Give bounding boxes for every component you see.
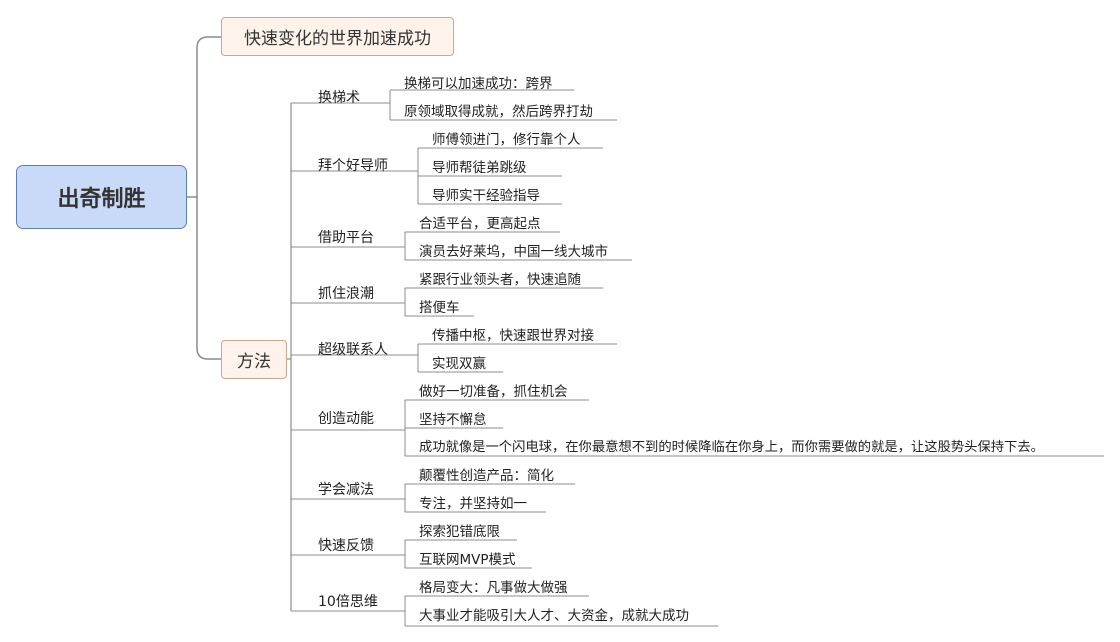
branch-10x-thinking[interactable]: 10倍思维 bbox=[318, 594, 378, 610]
leaf-mentor-skip-grade[interactable]: 导师帮徒弟跳级 bbox=[432, 160, 527, 176]
leaf-platform-higher-start[interactable]: 合适平台，更高起点 bbox=[419, 216, 541, 232]
leaf-platform-hollywood[interactable]: 演员去好莱坞，中国一线大城市 bbox=[419, 244, 608, 260]
branch-super-connector[interactable]: 超级联系人 bbox=[318, 342, 388, 358]
leaf-mentor-experience[interactable]: 导师实干经验指导 bbox=[432, 188, 540, 204]
topic-fast-changing-world[interactable]: 快速变化的世界加速成功 bbox=[221, 17, 454, 56]
leaf-connector-hub[interactable]: 传播中枢，快速跟世界对接 bbox=[432, 328, 594, 344]
leaf-momentum-persist[interactable]: 坚持不懈怠 bbox=[419, 412, 487, 428]
leaf-ladder-cross-border[interactable]: 换梯可以加速成功：跨界 bbox=[404, 76, 553, 92]
branch-fast-feedback[interactable]: 快速反馈 bbox=[318, 538, 374, 554]
branch-good-mentor[interactable]: 拜个好导师 bbox=[318, 158, 388, 174]
leaf-mentor-door[interactable]: 师傅领进门，修行靠个人 bbox=[432, 132, 581, 148]
leaf-momentum-prepare[interactable]: 做好一切准备，抓住机会 bbox=[419, 384, 568, 400]
leaf-wave-ride-along[interactable]: 搭便车 bbox=[419, 300, 460, 316]
leaf-feedback-mvp[interactable]: 互联网MVP模式 bbox=[419, 552, 516, 568]
leaf-wave-follow-leader[interactable]: 紧跟行业领头者，快速追随 bbox=[419, 272, 581, 288]
leaf-10x-attract-talent[interactable]: 大事业才能吸引大人才、大资金，成就大成功 bbox=[419, 608, 689, 624]
leaf-connector-win-win[interactable]: 实现双赢 bbox=[432, 356, 486, 372]
leaf-subtraction-simplify[interactable]: 颠覆性创造产品：简化 bbox=[419, 468, 554, 484]
leaf-ladder-then-cross[interactable]: 原领域取得成就，然后跨界打劫 bbox=[404, 104, 593, 120]
branch-platform[interactable]: 借助平台 bbox=[318, 230, 374, 246]
topic-method[interactable]: 方法 bbox=[221, 340, 287, 379]
branch-catch-wave[interactable]: 抓住浪潮 bbox=[318, 286, 374, 302]
leaf-feedback-limits[interactable]: 探索犯错底限 bbox=[419, 524, 500, 540]
leaf-momentum-lightning[interactable]: 成功就像是一个闪电球，在你最意想不到的时候降临在你身上，而你需要做的就是，让这股… bbox=[419, 440, 1044, 455]
branch-momentum[interactable]: 创造动能 bbox=[318, 411, 374, 427]
branch-ladder-switch[interactable]: 换梯术 bbox=[318, 90, 360, 106]
leaf-10x-bigger-vision[interactable]: 格局变大：凡事做大做强 bbox=[419, 580, 568, 596]
leaf-subtraction-focus[interactable]: 专注，并坚持如一 bbox=[419, 496, 527, 512]
branch-subtraction[interactable]: 学会减法 bbox=[318, 482, 374, 498]
root-topic[interactable]: 出奇制胜 bbox=[16, 165, 187, 229]
